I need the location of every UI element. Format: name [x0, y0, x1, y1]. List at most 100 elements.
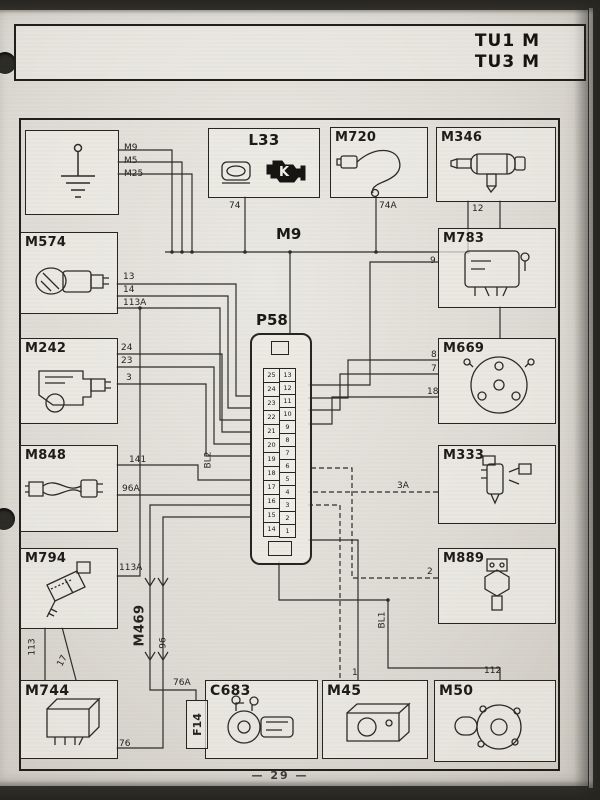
- component-m794: M794: [20, 548, 118, 629]
- wire-label-113: 113: [28, 638, 38, 656]
- pin-cell: 20: [263, 438, 280, 453]
- pin-cell: 7: [279, 446, 296, 460]
- wire-label-3a: 3A: [397, 481, 409, 491]
- valve-icon: [437, 128, 555, 201]
- wire-label-74a: 74A: [379, 201, 397, 211]
- solenoid-icon: [439, 446, 555, 523]
- component-label: M45: [327, 683, 362, 699]
- diagram-frame: [19, 118, 560, 771]
- wire-label-m25: M25: [124, 169, 144, 179]
- component-m783: M783: [438, 228, 556, 308]
- wire-label-18: 18: [427, 387, 439, 397]
- component-l33: L33 K: [208, 128, 320, 198]
- component-m574: M574: [20, 232, 118, 314]
- pin-cell: 5: [279, 472, 296, 486]
- component-label: M333: [443, 448, 485, 463]
- component-label: M744: [25, 683, 70, 699]
- inline-connector-m469: M469: [132, 603, 148, 647]
- photo-edge-bottom: [0, 780, 600, 800]
- wire-label-96: 96: [158, 637, 169, 649]
- component-m720: M720: [330, 127, 428, 198]
- pin-cell: 12: [279, 381, 296, 395]
- sensor-cable-icon: [331, 128, 427, 197]
- pin-cell: 13: [279, 368, 296, 382]
- throttle-unit-icon: [21, 339, 117, 423]
- component-c683: C683: [205, 680, 318, 759]
- component-label: M574: [25, 235, 67, 250]
- pin-cell: 11: [279, 394, 296, 408]
- photo-edge-top: [0, 0, 600, 14]
- pin-cell: 2: [279, 511, 296, 525]
- pin-cell: 3: [279, 498, 296, 512]
- wire-label-2: 2: [427, 567, 433, 577]
- pin-cell: 25: [263, 368, 280, 383]
- component-label: M242: [25, 341, 67, 356]
- ground-icon: [26, 131, 118, 214]
- wire-label-24: 24: [121, 343, 133, 353]
- component-m242: M242: [20, 338, 118, 424]
- page-number: — 29 —: [251, 769, 309, 782]
- component-m669: M669: [438, 338, 556, 424]
- photo-edge-right: [574, 0, 600, 800]
- component-m45: M45: [322, 680, 428, 759]
- component-label: M50: [439, 683, 474, 699]
- pin-cell: 17: [263, 480, 280, 495]
- starter-motor-icon: [435, 681, 555, 761]
- mil-letter: K: [279, 165, 290, 180]
- component-label: M783: [443, 231, 485, 246]
- pin-cell: 8: [279, 433, 296, 447]
- wire-label-13: 13: [123, 272, 135, 282]
- connector-top-tab: [271, 341, 289, 355]
- p58-pin-column-left: 25 24 23 22 21 20 19 18 17 16 15 14: [263, 368, 280, 537]
- wire-label-m9: M9: [124, 143, 138, 153]
- pin-cell: 4: [279, 485, 296, 499]
- pin-cell: 6: [279, 459, 296, 473]
- component-label: M794: [25, 551, 67, 566]
- pin-cell: 23: [263, 396, 280, 411]
- component-m346: M346: [436, 127, 556, 202]
- pin-cell: 10: [279, 407, 296, 421]
- wire-label-12: 12: [472, 204, 484, 214]
- wire-label-96a: 96A: [122, 484, 140, 494]
- wire-label-76a: 76A: [173, 678, 191, 688]
- wire-sleeve-bl2: BL2: [203, 451, 214, 469]
- punch-hole: [0, 52, 16, 74]
- wire-label-113a: 113A: [123, 298, 147, 308]
- punch-hole: [0, 508, 15, 530]
- wire-label-112: 112: [484, 666, 502, 676]
- ignition-module-icon: [439, 339, 555, 423]
- p58-pin-column-right: 13 12 11 10 9 8 7 6 5 4 3 2 1: [279, 368, 296, 538]
- model-line-1: TU1 M: [474, 31, 540, 51]
- wire-label-17: 17: [55, 653, 71, 669]
- component-ground: [25, 130, 119, 215]
- component-label: M669: [443, 341, 485, 356]
- pin-cell: 1: [279, 524, 296, 538]
- model-line-2: TU3 M: [474, 52, 540, 72]
- pin-cell: 16: [263, 494, 280, 509]
- component-label: M346: [441, 130, 483, 145]
- fuel-pump-icon: [206, 681, 317, 758]
- pin-cell: 9: [279, 420, 296, 434]
- wire-label-m5: M5: [124, 156, 138, 166]
- pin-cell: 19: [263, 452, 280, 467]
- component-m744: M744: [20, 680, 118, 759]
- component-f14-fuse: F14: [186, 700, 208, 749]
- wire-label-9: 9: [430, 256, 436, 266]
- mount-block-icon: [323, 681, 427, 758]
- component-label: M848: [25, 448, 67, 463]
- component-m50: M50: [434, 680, 556, 762]
- wire-label-1: 1: [352, 668, 358, 678]
- wire-label-8: 8: [431, 350, 437, 360]
- relay-box-icon: [21, 681, 117, 758]
- pin-cell: 24: [263, 382, 280, 397]
- pin-cell: 18: [263, 466, 280, 481]
- ground-bus-label: M9: [276, 225, 302, 243]
- relay-icon: [439, 229, 555, 307]
- wire-label-14: 14: [123, 285, 135, 295]
- component-m889: M889: [438, 548, 556, 624]
- warning-lamp-icon: K: [209, 129, 319, 197]
- wire-sleeve-bl1: BL1: [377, 611, 388, 629]
- fuse-label: F14: [190, 713, 204, 736]
- wire-label-141: 141: [129, 455, 147, 465]
